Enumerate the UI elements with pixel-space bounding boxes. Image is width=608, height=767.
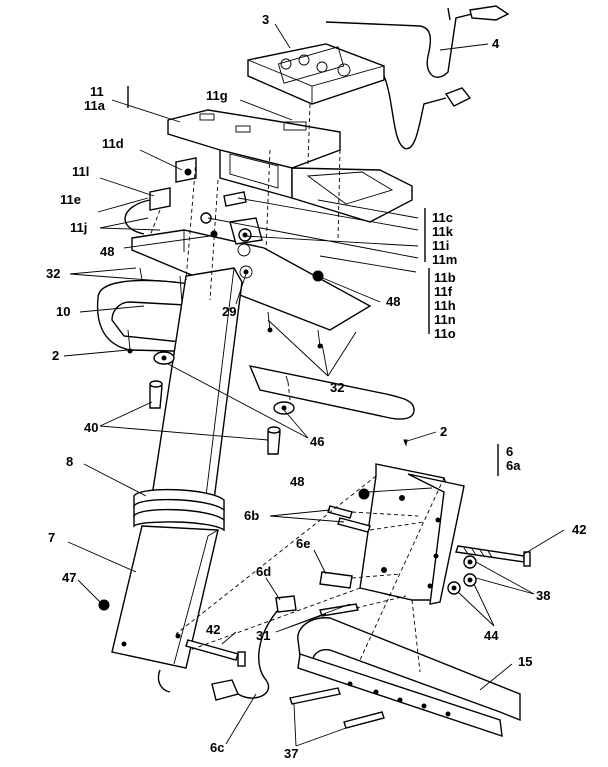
- callout-8: 8: [66, 454, 73, 469]
- assembly-dashed-lines: [149, 103, 445, 673]
- callout-11n: 11n: [434, 312, 456, 327]
- callout-11c: 11c: [432, 210, 453, 225]
- callout-labels: 3 4 11 11a 11g 11d 11l 11e 11j 48 32 10 …: [46, 12, 586, 761]
- callout-10: 10: [56, 304, 70, 319]
- callout-6: 6: [506, 444, 513, 459]
- callout-11g: 11g: [206, 88, 228, 103]
- callout-11o: 11o: [434, 326, 456, 341]
- front-stabilizer-part: [297, 617, 521, 738]
- hardware-parts: [98, 267, 531, 729]
- callout-7: 7: [48, 530, 55, 545]
- mounting-bracket-part: [359, 463, 465, 605]
- callout-6b: 6b: [244, 508, 259, 523]
- callout-48-right: 48: [386, 294, 400, 309]
- callout-29: 29: [222, 304, 236, 319]
- callout-2-right: 2: [440, 424, 447, 439]
- callout-40: 40: [84, 420, 98, 435]
- callout-44: 44: [484, 628, 499, 643]
- leader-lines: [63, 23, 565, 747]
- callout-2-left: 2: [52, 348, 59, 363]
- callout-11d: 11d: [102, 136, 124, 151]
- callout-11l: 11l: [72, 164, 89, 179]
- mounting-plate-part: [131, 191, 372, 331]
- callout-11b: 11b: [434, 270, 456, 285]
- callout-11i: 11i: [432, 238, 449, 253]
- callout-4: 4: [492, 36, 500, 51]
- callout-32-upper: 32: [46, 266, 60, 281]
- sensor-bracket-part: [124, 157, 197, 235]
- callout-15: 15: [518, 654, 532, 669]
- callout-11f: 11f: [434, 284, 453, 299]
- upright-column-part: [111, 267, 243, 693]
- callout-32-lower: 32: [330, 380, 344, 395]
- callout-38: 38: [536, 588, 550, 603]
- callout-37: 37: [284, 746, 298, 761]
- callout-11m: 11m: [432, 252, 457, 267]
- callout-11j: 11j: [70, 220, 87, 235]
- callout-46: 46: [310, 434, 324, 449]
- callout-11e: 11e: [60, 192, 81, 207]
- callout-6e: 6e: [296, 536, 310, 551]
- callout-31: 31: [256, 628, 270, 643]
- callout-42-left: 42: [206, 622, 220, 637]
- callout-group-bars: [127, 86, 499, 476]
- callout-11a: 11a: [84, 98, 106, 113]
- callout-11k: 11k: [432, 224, 454, 239]
- callout-42-right: 42: [572, 522, 586, 537]
- callout-48-bracket: 48: [290, 474, 304, 489]
- callout-48-plate: 48: [100, 244, 114, 259]
- callout-6d: 6d: [256, 564, 271, 579]
- console-housing-part: [167, 109, 413, 223]
- sensor-cable-part: [325, 5, 510, 150]
- callout-6c: 6c: [210, 740, 224, 755]
- callout-6a: 6a: [506, 458, 521, 473]
- callout-11h: 11h: [434, 298, 456, 313]
- callout-11: 11: [90, 84, 104, 99]
- console-display-part: [247, 43, 385, 105]
- callout-47: 47: [62, 570, 76, 585]
- callout-3: 3: [262, 12, 269, 27]
